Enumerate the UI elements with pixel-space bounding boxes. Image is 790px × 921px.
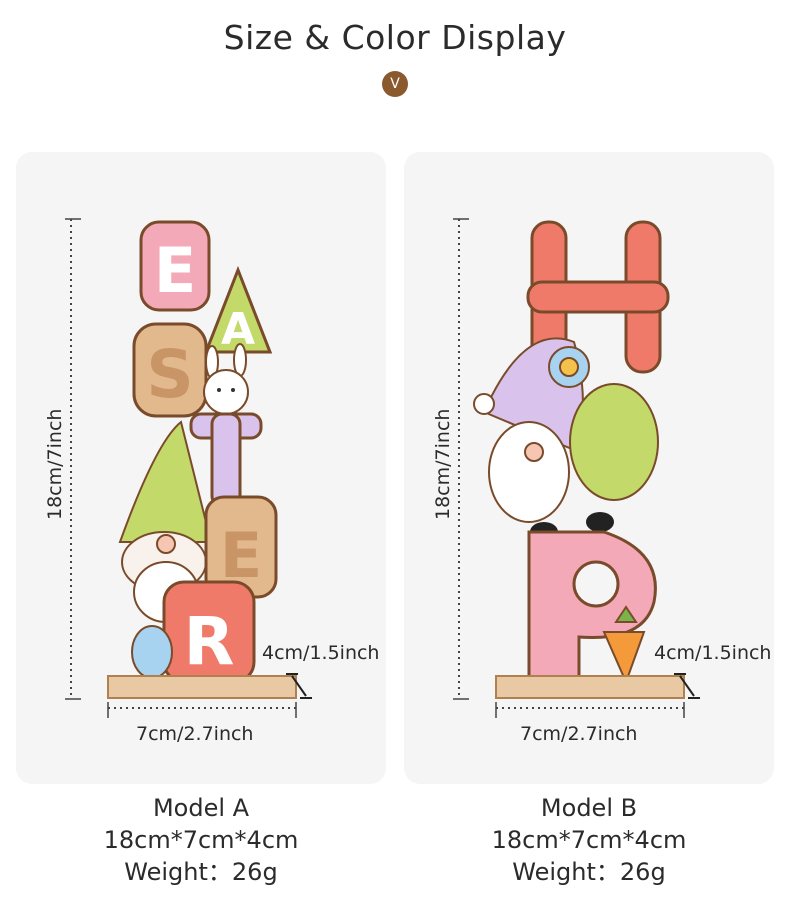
- product-card-model-a: E A S E: [16, 152, 386, 784]
- letter-t: [189, 412, 263, 508]
- letter-p: [527, 530, 657, 684]
- model-weight: Weight：26g: [124, 858, 278, 886]
- svg-text:S: S: [146, 336, 194, 413]
- letter-s: S: [132, 322, 208, 418]
- gnome-b: [473, 337, 590, 523]
- carrot: [602, 605, 646, 685]
- easter-decoration-image: E A S E: [65, 218, 312, 718]
- product-card-model-b: 18cm/7inch 4cm/1.5inch 7cm/2.7inch: [404, 152, 774, 784]
- depth-dimension-label: 4cm/1.5inch: [654, 642, 772, 664]
- wooden-base: [107, 675, 297, 699]
- gnome-a: [118, 420, 213, 623]
- depth-dimension-label: 4cm/1.5inch: [262, 642, 380, 664]
- model-b-caption: Model B 18cm*7cm*4cm Weight：26g: [404, 792, 774, 888]
- svg-text:R: R: [184, 603, 235, 680]
- svg-text:E: E: [220, 519, 262, 592]
- model-size: 18cm*7cm*4cm: [103, 826, 299, 854]
- bunny: [203, 343, 249, 415]
- page-title: Size & Color Display: [223, 18, 567, 57]
- model-name: Model A: [152, 794, 250, 822]
- letter-r: R: [162, 580, 256, 684]
- model-size: 18cm*7cm*4cm: [491, 826, 687, 854]
- hop-decoration-image: [453, 218, 700, 718]
- height-dimension-label: 18cm/7inch: [44, 408, 66, 520]
- wooden-base: [495, 675, 685, 699]
- model-name: Model B: [540, 794, 638, 822]
- easter-egg: [569, 383, 659, 501]
- model-weight: Weight：26g: [512, 858, 666, 886]
- letter-h: [526, 220, 670, 374]
- width-dimension-label: 7cm/2.7inch: [520, 723, 638, 745]
- model-a-caption: Model A 18cm*7cm*4cm Weight：26g: [16, 792, 386, 888]
- chevron-down-icon[interactable]: V: [382, 71, 408, 97]
- easter-egg: [131, 625, 173, 679]
- svg-text:E: E: [154, 234, 196, 307]
- height-dimension-label: 18cm/7inch: [432, 408, 454, 520]
- letter-a: A: [203, 265, 273, 355]
- letter-e: E: [139, 220, 211, 312]
- width-dimension-label: 7cm/2.7inch: [136, 723, 254, 745]
